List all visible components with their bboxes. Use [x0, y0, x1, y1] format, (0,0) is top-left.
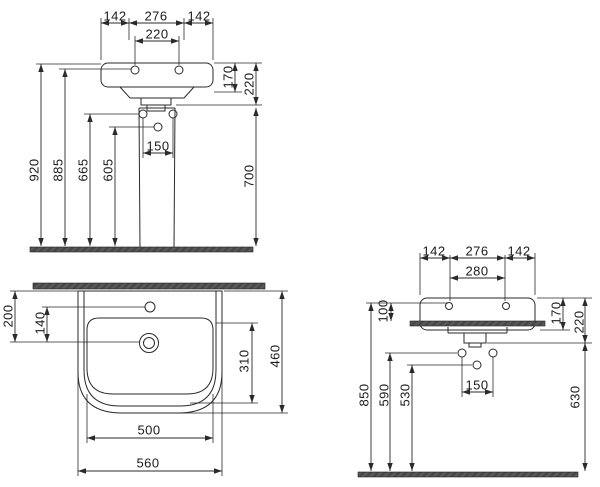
bowl-outline [86, 317, 214, 395]
pedestal-hole [168, 109, 178, 119]
dimension-label-front-view-with-pedestal-276: 276 [144, 8, 168, 24]
dimension-label-front-view-with-pedestal-665: 665 [75, 158, 91, 182]
dimension-label-plan-view-310: 310 [236, 349, 252, 373]
wall-line [32, 282, 266, 290]
basin-front-outline [100, 62, 214, 88]
dimension-label-wall-installation-view-100: 100 [375, 299, 391, 323]
basin-underside [119, 86, 195, 99]
tap-hole [144, 301, 156, 313]
floor-line [29, 246, 254, 253]
dimension-label-wall-installation-view-630: 630 [567, 385, 583, 409]
dimension-label-wall-installation-view-280: 280 [465, 263, 489, 279]
connection-point [472, 360, 482, 370]
floor-line [357, 471, 579, 478]
dimension-label-wall-installation-view-590: 590 [376, 383, 392, 407]
basin-rim-outline [83, 291, 217, 407]
dimension-label-front-view-with-pedestal-220: 220 [241, 72, 257, 96]
drain-hole-inner [143, 337, 155, 349]
dimension-label-wall-installation-view-276: 276 [465, 243, 489, 259]
drain-trap-lower [468, 342, 482, 348]
connection-point [457, 348, 467, 358]
dimension-label-plan-view-560: 560 [136, 455, 160, 471]
extension-lines [10, 290, 288, 476]
front-view-with-pedestal [29, 18, 262, 253]
dimension-label-wall-installation-view-850: 850 [356, 383, 372, 407]
dimension-label-plan-view-140: 140 [32, 311, 48, 335]
dimension-label-plan-view-200: 200 [0, 304, 16, 328]
dimension-label-front-view-with-pedestal-142: 142 [187, 8, 211, 24]
dimension-label-wall-installation-view-220: 220 [571, 310, 587, 334]
wall-installation-view [357, 253, 592, 478]
dimension-label-front-view-with-pedestal-142: 142 [103, 8, 127, 24]
connection-point [488, 348, 498, 358]
plan-view [10, 282, 288, 476]
fixing-hole [445, 302, 453, 310]
basin-front-outline [419, 297, 536, 331]
dimension-label-wall-installation-view-530: 530 [397, 383, 413, 407]
dimension-label-front-view-with-pedestal-700: 700 [241, 164, 257, 188]
fixing-hole [130, 65, 140, 75]
dimension-label-front-view-with-pedestal-920: 920 [26, 158, 42, 182]
dimension-label-front-view-with-pedestal-150: 150 [146, 138, 170, 154]
dimension-label-front-view-with-pedestal-170: 170 [220, 65, 236, 89]
drain-trap [463, 332, 487, 344]
fixing-hole [174, 65, 184, 75]
pedestal-hole [138, 109, 148, 119]
pedestal-hole [153, 122, 163, 132]
dimension-label-front-view-with-pedestal-605: 605 [100, 158, 116, 182]
dimension-label-wall-installation-view-142: 142 [507, 243, 531, 259]
dimension-label-front-view-with-pedestal-885: 885 [50, 158, 66, 182]
dimension-label-front-view-with-pedestal-220: 220 [145, 26, 169, 42]
drain-trap [140, 97, 172, 106]
pedestal-outline [138, 107, 176, 248]
drain-hole-outer [139, 333, 159, 353]
dimension-label-wall-installation-view-150: 150 [465, 377, 489, 393]
dimension-label-wall-installation-view-142: 142 [422, 243, 446, 259]
fixing-hole [502, 302, 510, 310]
dimension-label-plan-view-460: 460 [267, 344, 283, 368]
dimension-label-wall-installation-view-170: 170 [548, 301, 564, 325]
extension-lines [36, 18, 262, 158]
mounting-ledge [409, 320, 546, 327]
dimension-label-plan-view-500: 500 [137, 422, 161, 438]
